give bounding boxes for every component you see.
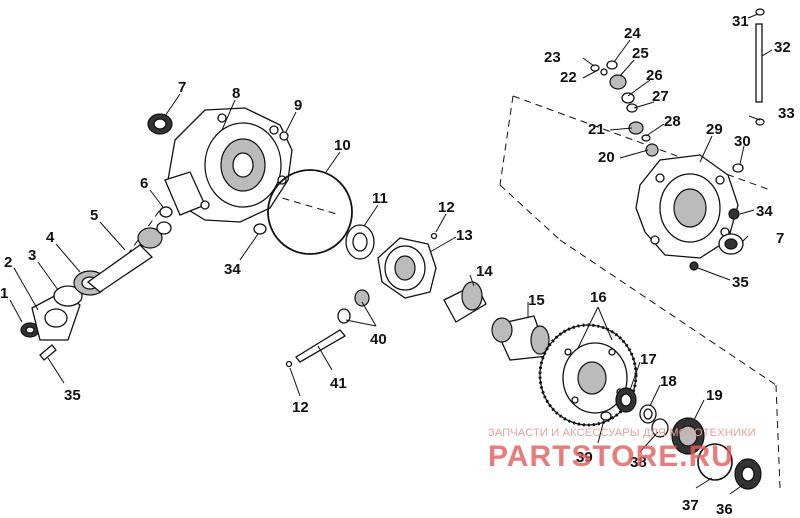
callout-41: 41 [330, 375, 347, 392]
watermark: ЗАПЧАСТИ И АКСЕССУАРЫ ДЛЯ МОТОТЕХНИКИ PA… [488, 427, 756, 473]
seal-part-7-left [147, 113, 173, 135]
callout-labels: 1 2 3 4 5 6 7 7 8 9 10 11 12 12 13 14 15… [0, 13, 795, 518]
bearing-part-17 [615, 387, 637, 413]
bushing-part-6 [159, 206, 173, 218]
rod-part-32 [755, 23, 763, 103]
bolt-part-35-right [689, 261, 699, 271]
cover-housing-part-29 [635, 154, 739, 259]
ring-gear-part-16 [538, 323, 638, 427]
nut-part-34-right [728, 208, 740, 220]
callout-35-left: 35 [64, 387, 81, 404]
watermark-brand: PARTSTORE.RU [488, 440, 734, 473]
callout-33: 33 [778, 105, 795, 122]
callout-34-right: 34 [756, 203, 773, 220]
bolt-part-35-left [39, 344, 57, 361]
bolt-part-9 [279, 131, 289, 141]
callout-8: 8 [232, 85, 240, 102]
callout-17: 17 [640, 351, 657, 368]
callout-29: 29 [706, 121, 723, 138]
pin-part-41 [295, 329, 346, 363]
callout-10: 10 [334, 137, 351, 154]
callout-13: 13 [456, 227, 473, 244]
callout-22: 22 [560, 69, 577, 86]
callout-21: 21 [588, 121, 605, 138]
callout-18: 18 [660, 373, 677, 390]
callout-3: 3 [28, 247, 36, 264]
callout-36: 36 [716, 501, 733, 518]
gearcase-housing-part-8 [164, 107, 293, 223]
washer-part-18 [639, 404, 657, 424]
callout-19: 19 [706, 387, 723, 404]
o-ring-part-10 [267, 169, 353, 255]
callout-39: 39 [576, 449, 593, 466]
callout-4: 4 [46, 229, 55, 246]
gear-part-15 [491, 315, 550, 361]
plug-part-30 [732, 163, 744, 173]
valve-stack-parts-20-28 [590, 60, 659, 157]
washer-part-40 [337, 289, 370, 324]
callout-9: 9 [294, 97, 302, 114]
callout-12-upper: 12 [438, 199, 455, 216]
pin-part-31 [755, 8, 765, 16]
callout-11: 11 [372, 190, 388, 207]
callout-14: 14 [476, 263, 493, 280]
gear-part-14 [443, 281, 487, 323]
seal-part-11 [345, 224, 375, 260]
o-ring-part-37 [697, 443, 733, 481]
callout-2: 2 [4, 254, 12, 271]
o-ring-part-3 [53, 285, 83, 307]
seal-part-7-right [718, 233, 744, 255]
washer-part-33 [755, 118, 765, 126]
callout-38: 38 [630, 454, 647, 471]
callout-12-lower: 12 [292, 399, 309, 416]
callout-40: 40 [370, 331, 387, 348]
callout-32: 32 [774, 39, 791, 56]
bolt-part-39 [600, 411, 612, 421]
callout-24: 24 [624, 25, 641, 42]
callout-7-right: 7 [776, 230, 784, 247]
callout-6: 6 [140, 175, 148, 192]
watermark-tagline: ЗАПЧАСТИ И АКСЕССУАРЫ ДЛЯ МОТОТЕХНИКИ [488, 427, 756, 439]
callout-7-left: 7 [178, 79, 186, 96]
pinion-shaft-part-5 [86, 221, 172, 293]
callout-34-left: 34 [224, 261, 241, 278]
callout-30: 30 [734, 133, 751, 150]
spring-part-12-lower [285, 360, 293, 368]
seal-part-36 [734, 458, 762, 490]
callout-28: 28 [664, 113, 681, 130]
nut-part-1 [20, 322, 40, 338]
callout-23: 23 [544, 49, 561, 66]
callout-27: 27 [652, 88, 669, 105]
callout-5: 5 [90, 207, 98, 224]
callout-35-right: 35 [732, 274, 749, 291]
spring-part-12-upper [430, 232, 438, 240]
callout-1: 1 [0, 285, 8, 302]
bearing-part-19 [671, 417, 705, 455]
leader-lines [9, 13, 773, 495]
callout-15: 15 [528, 292, 545, 309]
callout-20: 20 [598, 149, 615, 166]
cover-flange-part-13 [377, 237, 437, 299]
washer-part-38 [651, 418, 669, 438]
plug-part-34-left [253, 223, 267, 235]
callout-26: 26 [646, 67, 663, 84]
callout-31: 31 [732, 13, 749, 30]
callout-25: 25 [632, 45, 649, 62]
callout-16: 16 [590, 289, 607, 306]
callout-37: 37 [682, 497, 699, 514]
